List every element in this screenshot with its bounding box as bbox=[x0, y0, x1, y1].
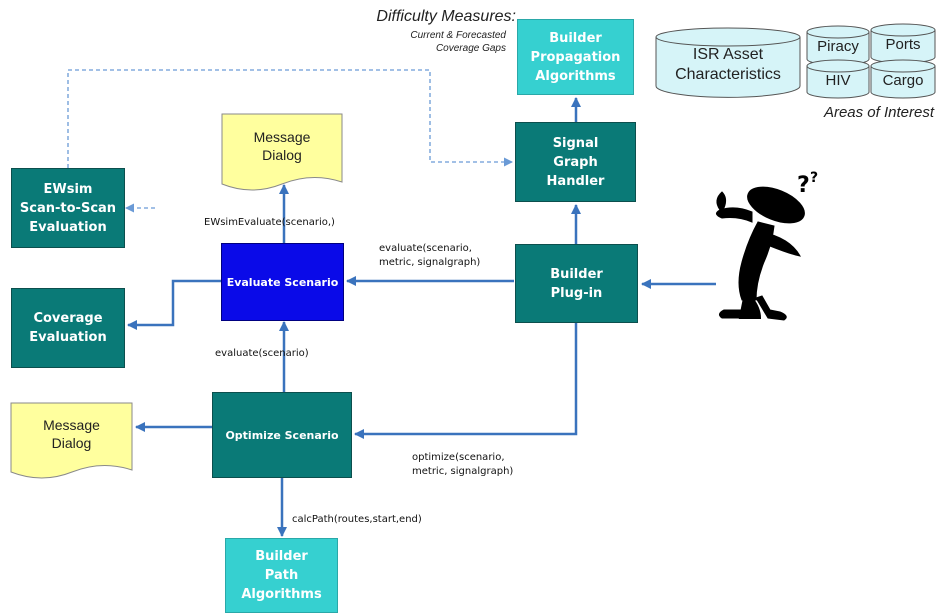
optimize-scenario-box[interactable]: Optimize Scenario bbox=[212, 392, 352, 478]
edge-label-calcpath: calcPath(routes,start,end) bbox=[292, 514, 422, 525]
signal-graph-handler-box[interactable]: Signal Graph Handler bbox=[515, 122, 636, 202]
message-dialog-left: Message Dialog bbox=[43, 417, 100, 451]
piracy-database-icon bbox=[806, 25, 870, 66]
coverage-evaluation-box[interactable]: Coverage Evaluation bbox=[11, 288, 125, 368]
arrow-plugin-to-optimize bbox=[354, 323, 578, 439]
edge-label-ewsim-evaluate: EWsimEvaluate(scenario,) bbox=[204, 217, 335, 228]
builder-plugin-box[interactable]: Builder Plug-in bbox=[515, 244, 638, 323]
dashed-connector-ewsim-to-signal bbox=[67, 69, 513, 168]
difficulty-measures-subtitle: Current & Forecasted Coverage Gaps bbox=[410, 30, 506, 54]
difficulty-measures-title: Difficulty Measures: bbox=[376, 8, 516, 25]
evaluate-scenario-box[interactable]: Evaluate Scenario bbox=[221, 243, 344, 321]
message-dialog-top-shape bbox=[221, 113, 343, 191]
areas-of-interest-label: Areas of Interest bbox=[823, 104, 934, 121]
builder-propagation-algorithms-box[interactable]: Builder Propagation Algorithms bbox=[517, 19, 634, 95]
message-dialog-top: Message Dialog bbox=[253, 129, 311, 163]
isr-database-icon bbox=[655, 27, 801, 98]
edge-label-optimize: optimize(scenario, metric, signalgraph) bbox=[412, 452, 514, 477]
cargo-label: Cargo bbox=[882, 72, 924, 89]
cargo-database-icon bbox=[870, 59, 936, 99]
hiv-database-icon bbox=[806, 59, 870, 99]
hiv-label: HIV bbox=[825, 72, 851, 89]
ports-label: Ports bbox=[885, 36, 921, 53]
ports-database-icon bbox=[870, 23, 936, 64]
edge-label-evaluate: evaluate(scenario) bbox=[215, 348, 309, 359]
edge-label-evaluate-full: evaluate(scenario, metric, signalgraph) bbox=[379, 243, 481, 268]
message-dialog-left-shape bbox=[10, 402, 133, 479]
thinking-user-icon: ? ? bbox=[716, 170, 818, 321]
svg-text:?: ? bbox=[797, 173, 810, 198]
builder-path-algorithms-box[interactable]: Builder Path Algorithms bbox=[225, 538, 338, 613]
isr-asset-characteristics-label: ISR Asset Characteristics bbox=[675, 46, 781, 83]
arrow-evaluate-to-coverage bbox=[127, 279, 221, 330]
ewsim-scan-to-scan-evaluation-box[interactable]: EWsim Scan-to-Scan Evaluation bbox=[11, 168, 125, 248]
svg-text:?: ? bbox=[810, 170, 818, 186]
piracy-label: Piracy bbox=[817, 38, 859, 55]
